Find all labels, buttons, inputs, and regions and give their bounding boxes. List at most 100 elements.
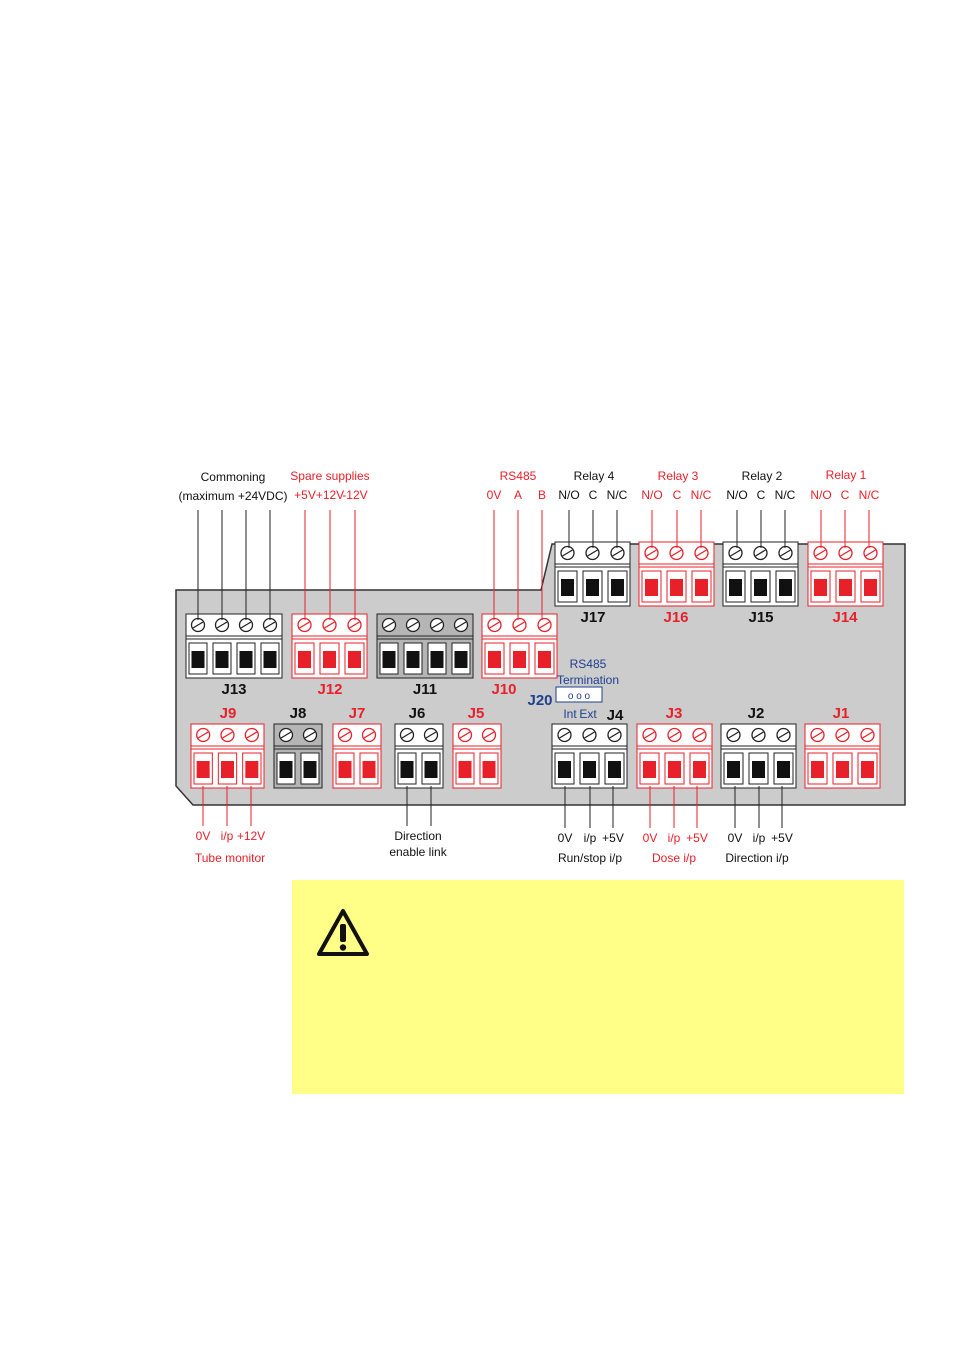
j13-label: J13 bbox=[221, 681, 246, 698]
screw-terminal bbox=[238, 617, 254, 633]
j2-ip-label: i/p bbox=[753, 831, 766, 845]
j6-label: J6 bbox=[409, 705, 426, 722]
spare-plus5-label: +5V bbox=[294, 488, 316, 502]
screw-terminal bbox=[642, 727, 657, 743]
relay2-c-label: C bbox=[757, 488, 766, 502]
connector-j1 bbox=[804, 723, 881, 789]
screw-terminal bbox=[405, 617, 421, 633]
wire-slot bbox=[582, 570, 603, 603]
screw-terminal bbox=[669, 545, 684, 561]
screw-terminal bbox=[214, 617, 230, 633]
relay2-nc-label: N/C bbox=[775, 488, 796, 502]
screw-terminal bbox=[778, 545, 793, 561]
direction-ip-label: Direction i/p bbox=[725, 851, 789, 865]
enable-link-label: enable link bbox=[389, 845, 447, 859]
screw-terminal bbox=[607, 727, 622, 743]
wire-slot bbox=[397, 752, 417, 785]
relay2-label: Relay 2 bbox=[742, 469, 783, 483]
wire-slot bbox=[300, 752, 320, 785]
screw-terminal bbox=[537, 617, 552, 633]
screw-terminal bbox=[728, 545, 743, 561]
wire-slot bbox=[723, 752, 744, 785]
relay1-no-label: N/O bbox=[810, 488, 831, 502]
wire-slot bbox=[725, 570, 746, 603]
screw-terminal bbox=[557, 727, 572, 743]
wire-slot bbox=[236, 642, 256, 675]
j8-label: J8 bbox=[290, 705, 307, 722]
warning-triangle-icon bbox=[317, 909, 369, 956]
screw-terminal bbox=[512, 617, 527, 633]
wire-slot bbox=[579, 752, 600, 785]
screw-terminal bbox=[381, 617, 397, 633]
j15-label: J15 bbox=[748, 609, 773, 626]
wire-slot bbox=[604, 752, 625, 785]
j2-5v-label: +5V bbox=[771, 831, 793, 845]
j1-label: J1 bbox=[833, 705, 850, 722]
screw-terminal bbox=[244, 727, 259, 743]
relay3-nc-label: N/C bbox=[691, 488, 712, 502]
wire-slot bbox=[335, 752, 355, 785]
relay3-c-label: C bbox=[673, 488, 682, 502]
wire-slot bbox=[857, 752, 878, 785]
wire-slot bbox=[557, 570, 578, 603]
j20-int-label: Int bbox=[563, 707, 577, 721]
wire-slot bbox=[188, 642, 208, 675]
wire-slot bbox=[534, 642, 555, 675]
screw-terminal bbox=[644, 545, 659, 561]
j2-label: J2 bbox=[748, 705, 765, 722]
screw-terminal bbox=[582, 727, 597, 743]
connector-j14 bbox=[807, 541, 884, 607]
j4-0v-label: 0V bbox=[558, 831, 573, 845]
connector-j17 bbox=[554, 541, 631, 607]
spare-plus12-label: +12V bbox=[316, 488, 344, 502]
j4-label: J4 bbox=[607, 707, 624, 724]
screw-terminal bbox=[302, 727, 318, 743]
wire-slot bbox=[607, 570, 628, 603]
wire-slot bbox=[451, 642, 471, 675]
connector-j13 bbox=[185, 613, 283, 679]
screw-terminal bbox=[860, 727, 875, 743]
relay4-no-label: N/O bbox=[558, 488, 579, 502]
screw-terminal bbox=[487, 617, 502, 633]
j7-label: J7 bbox=[349, 705, 366, 722]
j9-12v-label: +12V bbox=[237, 829, 265, 843]
j3-label: J3 bbox=[666, 705, 683, 722]
rs485-0v-label: 0V bbox=[487, 488, 502, 502]
wire-slot bbox=[217, 752, 238, 785]
spare-supplies-label: Spare supplies bbox=[290, 469, 369, 483]
connector-j12 bbox=[291, 613, 368, 679]
screw-terminal bbox=[585, 545, 600, 561]
wire-slot bbox=[509, 642, 530, 675]
tube-monitor-label: Tube monitor bbox=[195, 851, 265, 865]
screw-terminal bbox=[560, 545, 575, 561]
connector-j11 bbox=[376, 613, 474, 679]
wire-slot bbox=[260, 642, 280, 675]
screw-terminal bbox=[322, 617, 337, 633]
wire-slot bbox=[479, 752, 499, 785]
dose-ip-label: Dose i/p bbox=[652, 851, 696, 865]
relay1-c-label: C bbox=[841, 488, 850, 502]
connector-j8 bbox=[273, 723, 323, 789]
connector-j3 bbox=[636, 723, 713, 789]
j4-5v-label: +5V bbox=[602, 831, 624, 845]
connector-j7 bbox=[332, 723, 382, 789]
wire-slot bbox=[807, 752, 828, 785]
j9-0v-label: 0V bbox=[196, 829, 211, 843]
wire-slot bbox=[421, 752, 441, 785]
connector-j9 bbox=[190, 723, 265, 789]
relay3-no-label: N/O bbox=[641, 488, 662, 502]
connector-j4 bbox=[551, 723, 628, 789]
commoning-label: Commoning bbox=[201, 470, 266, 484]
j12-label: J12 bbox=[317, 681, 342, 698]
wire-slot bbox=[773, 752, 794, 785]
wire-slot bbox=[294, 642, 315, 675]
wire-slot bbox=[359, 752, 379, 785]
screw-terminal bbox=[694, 545, 709, 561]
relay1-nc-label: N/C bbox=[859, 488, 880, 502]
wire-slot bbox=[554, 752, 575, 785]
j20-rs485-label: RS485 bbox=[570, 657, 607, 671]
wire-slot bbox=[641, 570, 662, 603]
j20-label: J20 bbox=[527, 692, 552, 709]
connector-j2 bbox=[720, 723, 797, 789]
